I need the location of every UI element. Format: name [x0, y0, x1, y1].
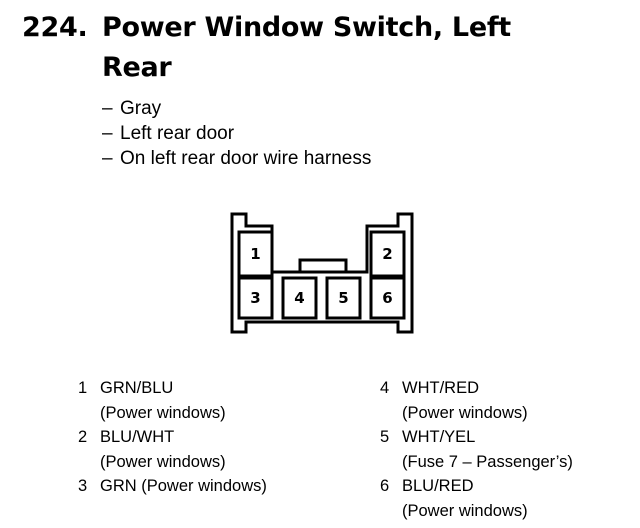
pin-number: 6	[380, 477, 390, 495]
cavity-label-6: 6	[382, 289, 392, 307]
pin-3: 3 GRN (Power windows)	[78, 474, 267, 499]
cavity-label-3: 3	[250, 289, 260, 307]
cavity-5	[325, 276, 362, 320]
pin-list-right: 4 WHT/RED (Power windows) 5 WHT/YEL (Fuse …	[380, 376, 573, 523]
cavity-2	[369, 230, 406, 278]
page-heading: 224. Power Window Switch, Left Rear	[22, 8, 511, 88]
cavity-3	[237, 276, 274, 320]
connector-info-list: –Gray –Left rear door –On left rear door…	[102, 96, 371, 171]
heading-number: 224.	[22, 12, 88, 43]
pin-description: (Power windows)	[402, 501, 528, 520]
info-location: –Left rear door	[102, 123, 235, 144]
heading-title-line1: Power Window Switch, Left	[102, 12, 511, 43]
heading-title-line2: Rear	[102, 52, 172, 83]
pin-description: (Power windows)	[402, 403, 528, 422]
pin-6: 6 BLU/RED (Power windows)	[380, 474, 573, 523]
pin-2: 2 BLU/WHT (Power windows)	[78, 425, 267, 474]
cavity-1	[237, 230, 274, 278]
pin-wire: BLU/WHT	[100, 428, 175, 446]
pin-number: 4	[380, 379, 390, 397]
pin-description: (Power windows)	[100, 452, 226, 471]
pin-list-left: 1 GRN/BLU (Power windows) 2 BLU/WHT (Power…	[78, 376, 267, 499]
connector-latch	[298, 258, 348, 274]
info-harness: –On left rear door wire harness	[102, 148, 372, 169]
pin-wire: GRN (Power windows)	[100, 477, 267, 495]
cavity-4	[281, 276, 318, 320]
pin-number: 1	[78, 379, 88, 397]
pin-number: 3	[78, 477, 88, 495]
cavity-label-2: 2	[382, 245, 392, 263]
pin-5: 5 WHT/YEL (Fuse 7 – Passenger’s)	[380, 425, 573, 474]
cavity-6	[369, 276, 406, 320]
cavity-label-4: 4	[294, 289, 304, 307]
cavity-label-1: 1	[250, 245, 260, 263]
pin-description: (Fuse 7 – Passenger’s)	[402, 452, 573, 471]
info-color: –Gray	[102, 98, 162, 119]
cavity-label-5: 5	[338, 289, 348, 307]
pin-number: 2	[78, 428, 88, 446]
pin-wire: WHT/YEL	[402, 428, 476, 446]
pin-1: 1 GRN/BLU (Power windows)	[78, 376, 267, 425]
connector-outline	[230, 212, 414, 334]
pin-wire: WHT/RED	[402, 379, 479, 397]
pin-description: (Power windows)	[100, 403, 226, 422]
pin-wire: BLU/RED	[402, 477, 474, 495]
pin-4: 4 WHT/RED (Power windows)	[380, 376, 573, 425]
pin-number: 5	[380, 428, 390, 446]
pin-wire: GRN/BLU	[100, 379, 174, 397]
